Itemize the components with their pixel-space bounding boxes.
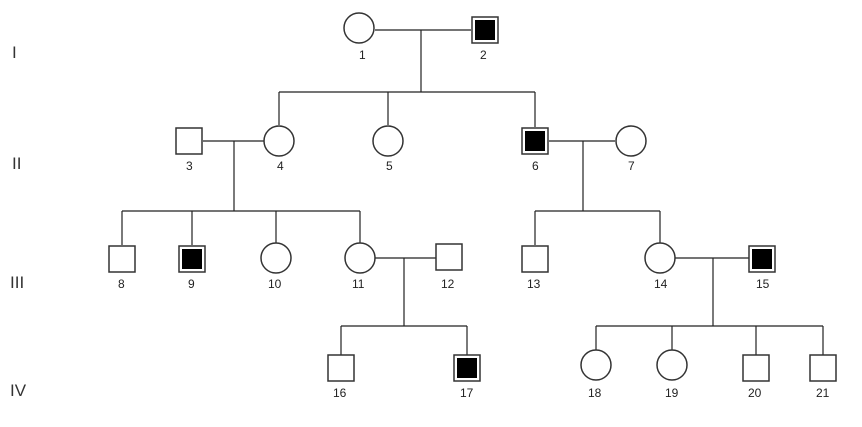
individual-label-7: 7: [628, 159, 635, 173]
individual-label-12: 12: [441, 277, 455, 291]
male-symbol-16: [327, 354, 355, 382]
male-symbol-21: [809, 354, 837, 382]
individual-label-4: 4: [277, 159, 284, 173]
pedigree-lines: [121, 29, 824, 355]
individual-label-9: 9: [188, 277, 195, 291]
male-symbol-8: [108, 245, 136, 273]
female-symbol-10: [260, 242, 292, 274]
male-symbol-3: [175, 127, 203, 155]
female-symbol-7: [615, 125, 647, 157]
affected-fill-9: [182, 249, 202, 269]
individual-label-1: 1: [359, 48, 366, 62]
generation-labels: I II III IV: [10, 43, 27, 400]
affected-fill-6: [525, 131, 545, 151]
individual-label-6: 6: [532, 159, 539, 173]
individual-label-10: 10: [268, 277, 282, 291]
individual-label-14: 14: [654, 277, 668, 291]
male-symbol-13: [521, 245, 549, 273]
female-symbol-18: [580, 349, 612, 381]
female-symbol-4: [263, 125, 295, 157]
affected-fill-15: [752, 249, 772, 269]
individual-label-15: 15: [756, 277, 770, 291]
individual-label-11: 11: [352, 277, 365, 291]
male-symbol-20: [742, 354, 770, 382]
female-symbol-1: [343, 12, 375, 44]
female-symbol-14: [644, 242, 676, 274]
individual-label-8: 8: [118, 277, 125, 291]
generation-label-IV: IV: [10, 381, 27, 400]
individual-label-20: 20: [748, 386, 762, 400]
female-symbol-19: [656, 349, 688, 381]
individual-label-3: 3: [186, 159, 193, 173]
female-symbol-5: [372, 125, 404, 157]
generation-label-II: II: [12, 154, 21, 173]
individual-label-18: 18: [588, 386, 602, 400]
pedigree-symbols: [108, 12, 837, 382]
individual-label-19: 19: [665, 386, 679, 400]
affected-fill-17: [457, 358, 477, 378]
female-symbol-11: [344, 242, 376, 274]
individual-label-5: 5: [386, 159, 393, 173]
generation-label-I: I: [12, 43, 17, 62]
individual-label-17: 17: [460, 386, 474, 400]
affected-fill-2: [475, 20, 495, 40]
individual-labels: 1 2 3 4 5 6 7 8 9 10 11 12 13 14 15 16 1…: [118, 48, 830, 400]
male-symbol-12: [435, 243, 463, 271]
individual-label-21: 21: [816, 386, 830, 400]
generation-label-III: III: [10, 273, 24, 292]
individual-label-16: 16: [333, 386, 347, 400]
individual-label-2: 2: [480, 48, 487, 62]
individual-label-13: 13: [527, 277, 541, 291]
